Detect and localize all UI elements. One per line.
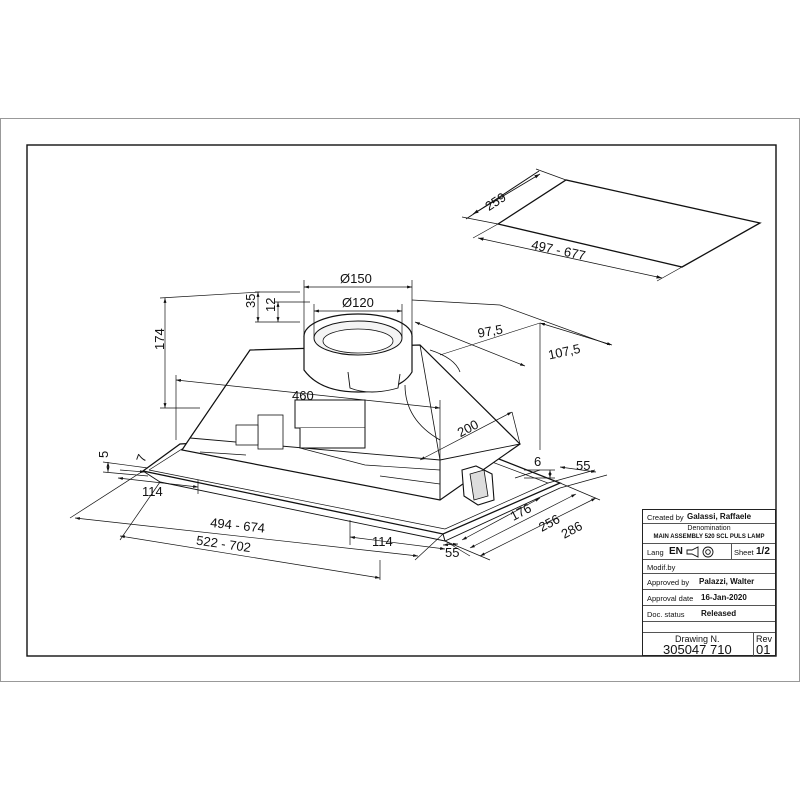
title-row-approved: Approved by Palazzi, Walter [643, 574, 775, 590]
dim-97-5: 97,5 [476, 321, 504, 340]
projection-symbol-icon [686, 546, 714, 558]
created-by-value: Galassi, Raffaele [687, 512, 752, 521]
dim-5: 5 [96, 451, 111, 458]
dim-35: 35 [243, 294, 258, 308]
dim-d120: Ø120 [342, 295, 374, 310]
dim-7: 7 [133, 452, 150, 464]
doc-status-value: Released [701, 609, 737, 618]
drawing-no-label: Drawing N. [675, 634, 720, 644]
dim-114-mid: 114 [372, 534, 393, 549]
rev-value: 01 [756, 642, 771, 657]
created-by-label: Created by [647, 513, 684, 522]
rev-label: Rev [756, 634, 773, 644]
title-row-created: Created by Galassi, Raffaele [643, 510, 775, 524]
approved-by-label: Approved by [647, 578, 690, 587]
denomination-label: Denomination [687, 525, 731, 532]
dim-107-5: 107,5 [547, 341, 582, 362]
lang-label: Lang [647, 548, 664, 557]
title-row-modif: Modif.by [643, 560, 775, 574]
approved-by-value: Palazzi, Walter [699, 577, 755, 586]
dim-174: 174 [152, 328, 167, 350]
dim-286: 286 [559, 518, 585, 541]
hood-dimension-lines [69, 280, 613, 580]
dim-12: 12 [263, 298, 278, 312]
title-row-status: Doc. status Released [643, 606, 775, 622]
title-row-spacer [643, 622, 775, 632]
drawing-no-value: 305047 710 [663, 642, 732, 657]
dim-55-bottom: 55 [445, 545, 459, 560]
hood-body [141, 313, 562, 542]
title-block: Created by Galassi, Raffaele Denominatio… [642, 509, 776, 657]
dim-494-674: 494 - 674 [210, 515, 266, 536]
dim-460: 460 [292, 388, 314, 403]
dim-522-702: 522 - 702 [195, 533, 251, 555]
dim-55-right: 55 [576, 458, 590, 473]
cutout-panel [461, 168, 762, 282]
title-row-drawing: Drawing N. 305047 710 Rev 01 [643, 632, 775, 657]
dim-d150: Ø150 [340, 271, 372, 286]
dim-256: 256 [536, 511, 562, 534]
approval-date-label: Approval date [647, 594, 694, 603]
approval-date-value: 16-Jan-2020 [701, 593, 747, 602]
inner-frame [26, 144, 777, 657]
title-row-lang: Lang EN Sheet 1/2 [643, 544, 775, 560]
modif-label: Modif.by [647, 563, 676, 572]
denomination-value: MAIN ASSEMBLY 520 SCL PULS LAMP [653, 534, 765, 540]
dim-6: 6 [534, 454, 541, 469]
sheet-label: Sheet [734, 548, 754, 557]
title-row-denomination: Denomination MAIN ASSEMBLY 520 SCL PULS … [643, 524, 775, 544]
lang-value: EN [669, 546, 683, 557]
dim-114-left: 114 [142, 484, 163, 499]
sheet-value: 1/2 [756, 546, 770, 557]
doc-status-label: Doc. status [647, 610, 685, 619]
title-row-approval-date: Approval date 16-Jan-2020 [643, 590, 775, 606]
